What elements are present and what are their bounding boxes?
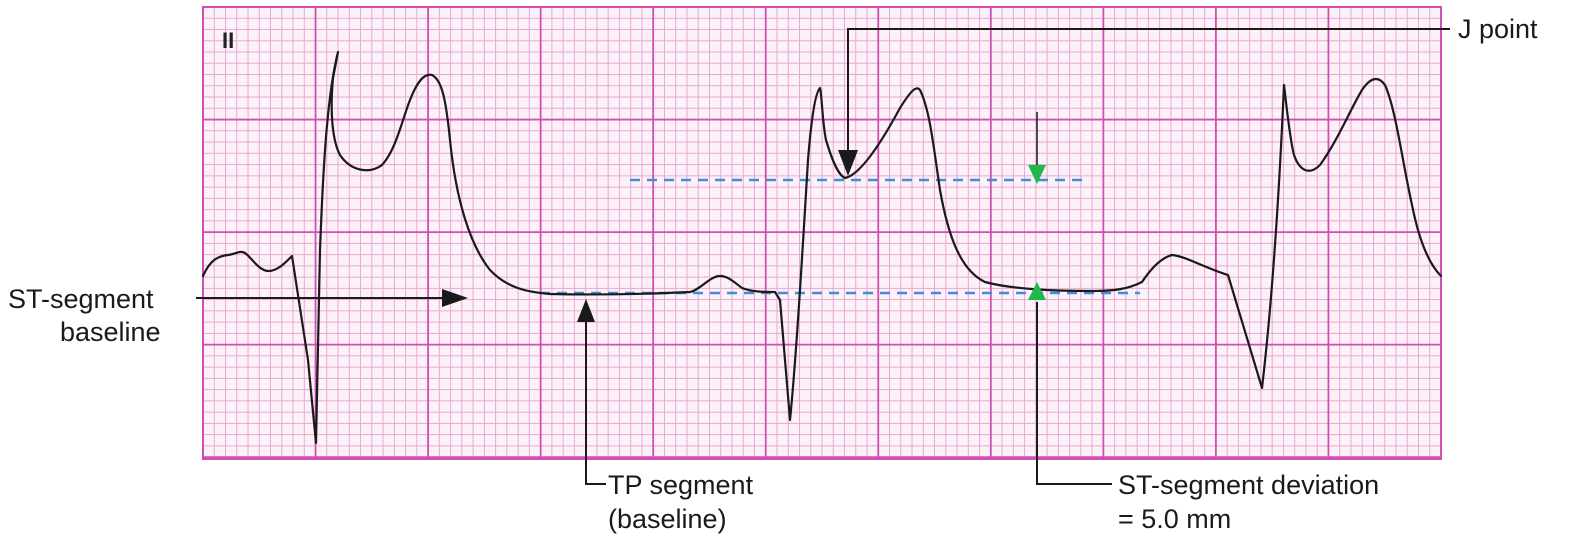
- st-deviation-label-line2: = 5.0 mm: [1118, 504, 1231, 534]
- st-deviation-leader-line: [1036, 302, 1112, 485]
- lead-label: II: [222, 28, 234, 53]
- grid-border: [202, 6, 1442, 460]
- tp-segment-leader-line: [585, 318, 606, 485]
- st-baseline-callout: ST-segment baseline: [8, 284, 468, 347]
- st-baseline-label-line1: ST-segment: [8, 284, 154, 314]
- minor-grid: [203, 7, 1441, 459]
- st-baseline-arrowhead: [442, 289, 468, 307]
- j-point-label: J point: [1458, 14, 1538, 44]
- st-baseline-label-line2: baseline: [60, 317, 161, 347]
- j-point-callout: J point: [838, 14, 1538, 176]
- deviation-up-arrowhead: [1028, 282, 1046, 300]
- j-point-arrowhead: [838, 150, 858, 176]
- tp-segment-arrowhead: [577, 299, 595, 322]
- tp-segment-label-line2: (baseline): [608, 504, 727, 534]
- ecg-grid-paper: [202, 6, 1442, 460]
- tp-segment-label-line1: TP segment: [608, 470, 754, 500]
- st-deviation-marker: [1028, 112, 1046, 300]
- ecg-trace: [201, 50, 1443, 445]
- tp-segment-callout: TP segment (baseline): [577, 299, 754, 534]
- st-deviation-callout: ST-segment deviation = 5.0 mm: [1036, 302, 1379, 534]
- deviation-down-arrowhead: [1028, 165, 1046, 184]
- j-point-leader-line: [847, 28, 1450, 166]
- st-deviation-label-line1: ST-segment deviation: [1118, 470, 1379, 500]
